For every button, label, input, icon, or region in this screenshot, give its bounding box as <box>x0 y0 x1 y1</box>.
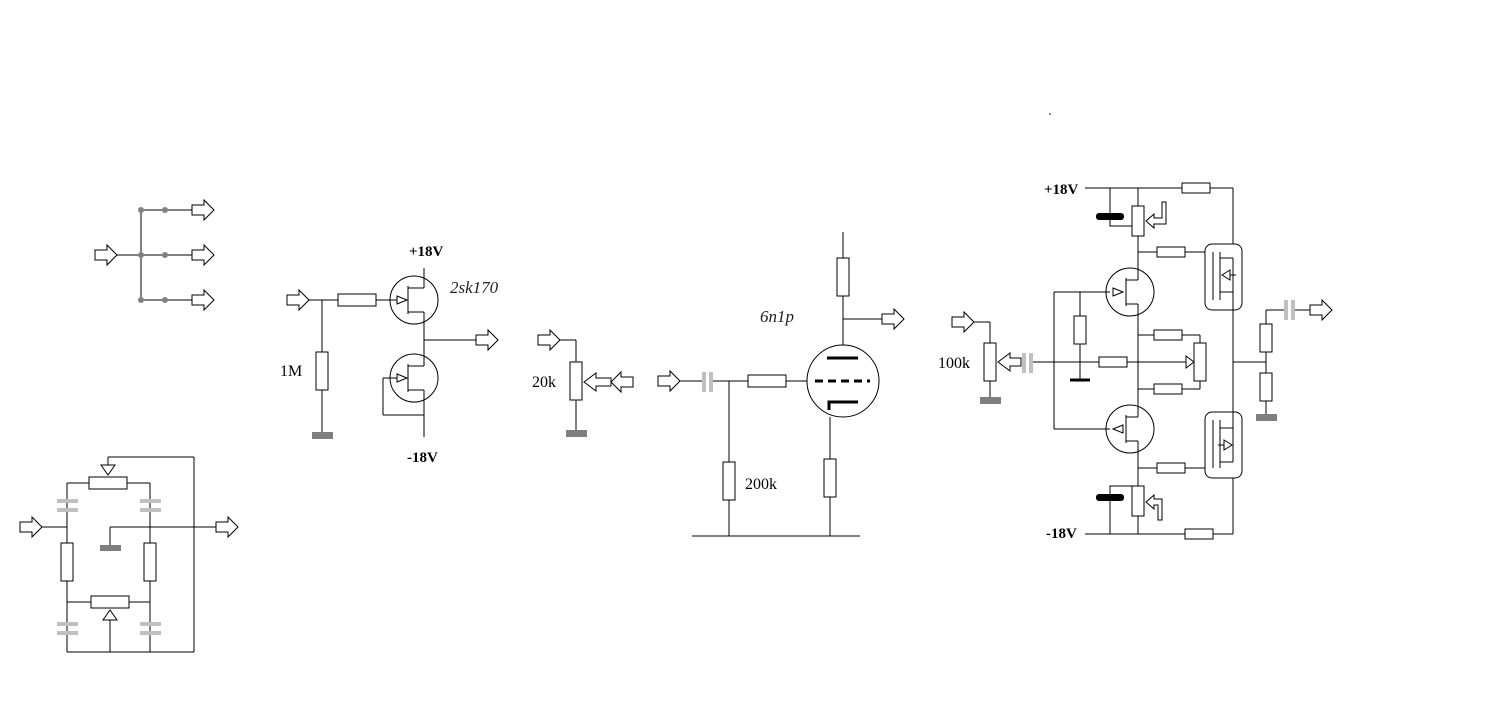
ground-symbol <box>312 432 333 439</box>
output-stage: +18V -18V 100k <box>938 113 1333 542</box>
jfet-output-arrow <box>475 329 499 351</box>
transistor-lower <box>1105 404 1155 454</box>
ground-symbol <box>980 397 1001 404</box>
grid-resistor <box>722 461 736 501</box>
bias-resistor-upper <box>1153 329 1183 341</box>
tube-input-arrow <box>657 370 681 392</box>
input-resistor <box>315 351 329 391</box>
ground-symbol <box>566 430 587 437</box>
rail-resistor-bottom <box>1184 528 1214 540</box>
top-potentiometer <box>88 476 128 490</box>
tube-part-label: 6n1p <box>760 307 794 326</box>
ground-symbol <box>1256 414 1277 421</box>
bottom-potentiometer <box>90 595 130 609</box>
bias-resistor <box>1073 315 1087 345</box>
cathode-resistor <box>823 458 837 498</box>
plate-resistor <box>836 257 850 297</box>
output-capacitor <box>1284 300 1288 320</box>
bottom-pot-wiper <box>102 609 118 621</box>
tube-output-arrow <box>881 308 905 330</box>
capacitor <box>57 622 78 626</box>
output-stage-input-arrow <box>951 311 975 333</box>
jfet-input-arrow <box>286 289 310 311</box>
jfet-supply-pos-label: +18V <box>409 244 444 260</box>
output-pot-label: 100k <box>938 355 970 372</box>
trim-potentiometer-bottom <box>1131 485 1145 517</box>
output-resistor-lower <box>1259 372 1273 402</box>
gate-resistor <box>337 293 377 307</box>
capacitor <box>140 622 161 626</box>
grid-stopper-resistor <box>747 374 787 388</box>
input-potentiometer <box>983 342 997 382</box>
jfet-upper <box>389 275 439 325</box>
tube-stage: 6n1p 200k <box>657 232 905 537</box>
resistor <box>60 542 74 582</box>
volume-pot-label: 20k <box>532 374 556 391</box>
volume-input-arrow <box>537 329 561 351</box>
volume-potentiometer <box>569 361 583 401</box>
splitter-output-arrow-2 <box>191 244 215 266</box>
mosfet-upper <box>1204 243 1243 311</box>
input-capacitor <box>1022 353 1026 373</box>
signal-splitter <box>94 199 215 311</box>
mid-resistor <box>1098 356 1128 368</box>
output-arrow <box>1309 299 1333 321</box>
bias-potentiometer <box>1193 342 1207 382</box>
output-resistor-upper <box>1259 323 1273 353</box>
output-supply-pos-label: +18V <box>1044 182 1079 198</box>
jfet-buffer: +18V -18V 2sk170 1M <box>280 244 499 466</box>
capacitor <box>140 499 161 503</box>
mosfet-lower <box>1204 411 1243 479</box>
ground-symbol <box>100 545 121 551</box>
top-pot-wiper <box>100 464 116 476</box>
resistor <box>143 542 157 582</box>
splitter-input-arrow <box>94 244 118 266</box>
bias-resistor-lower <box>1153 383 1183 395</box>
capacitor <box>57 499 78 503</box>
trim-potentiometer-top <box>1131 205 1145 237</box>
volume-wiper-arrow <box>583 372 612 392</box>
gate-resistor-top <box>1156 246 1186 258</box>
bridge-network <box>19 456 239 653</box>
grid-resistor-label: 200k <box>745 476 777 493</box>
rail-resistor-top <box>1181 182 1211 194</box>
gate-resistor-bottom <box>1156 462 1186 474</box>
bridge-output-arrow <box>215 516 239 538</box>
bridge-input-arrow <box>19 516 43 538</box>
transistor-upper <box>1105 267 1155 317</box>
coupling-capacitor <box>702 372 706 392</box>
output-supply-neg-label: -18V <box>1046 526 1077 542</box>
splitter-output-arrow-1 <box>191 199 215 221</box>
diode-top <box>1096 213 1124 220</box>
splitter-output-arrow-3 <box>191 289 215 311</box>
jfet-part-label: 2sk170 <box>450 278 499 297</box>
volume-control: 20k <box>532 329 634 437</box>
jfet-supply-neg-label: -18V <box>407 450 438 466</box>
diode-bottom <box>1096 494 1124 501</box>
input-resistor-label: 1M <box>280 363 302 380</box>
